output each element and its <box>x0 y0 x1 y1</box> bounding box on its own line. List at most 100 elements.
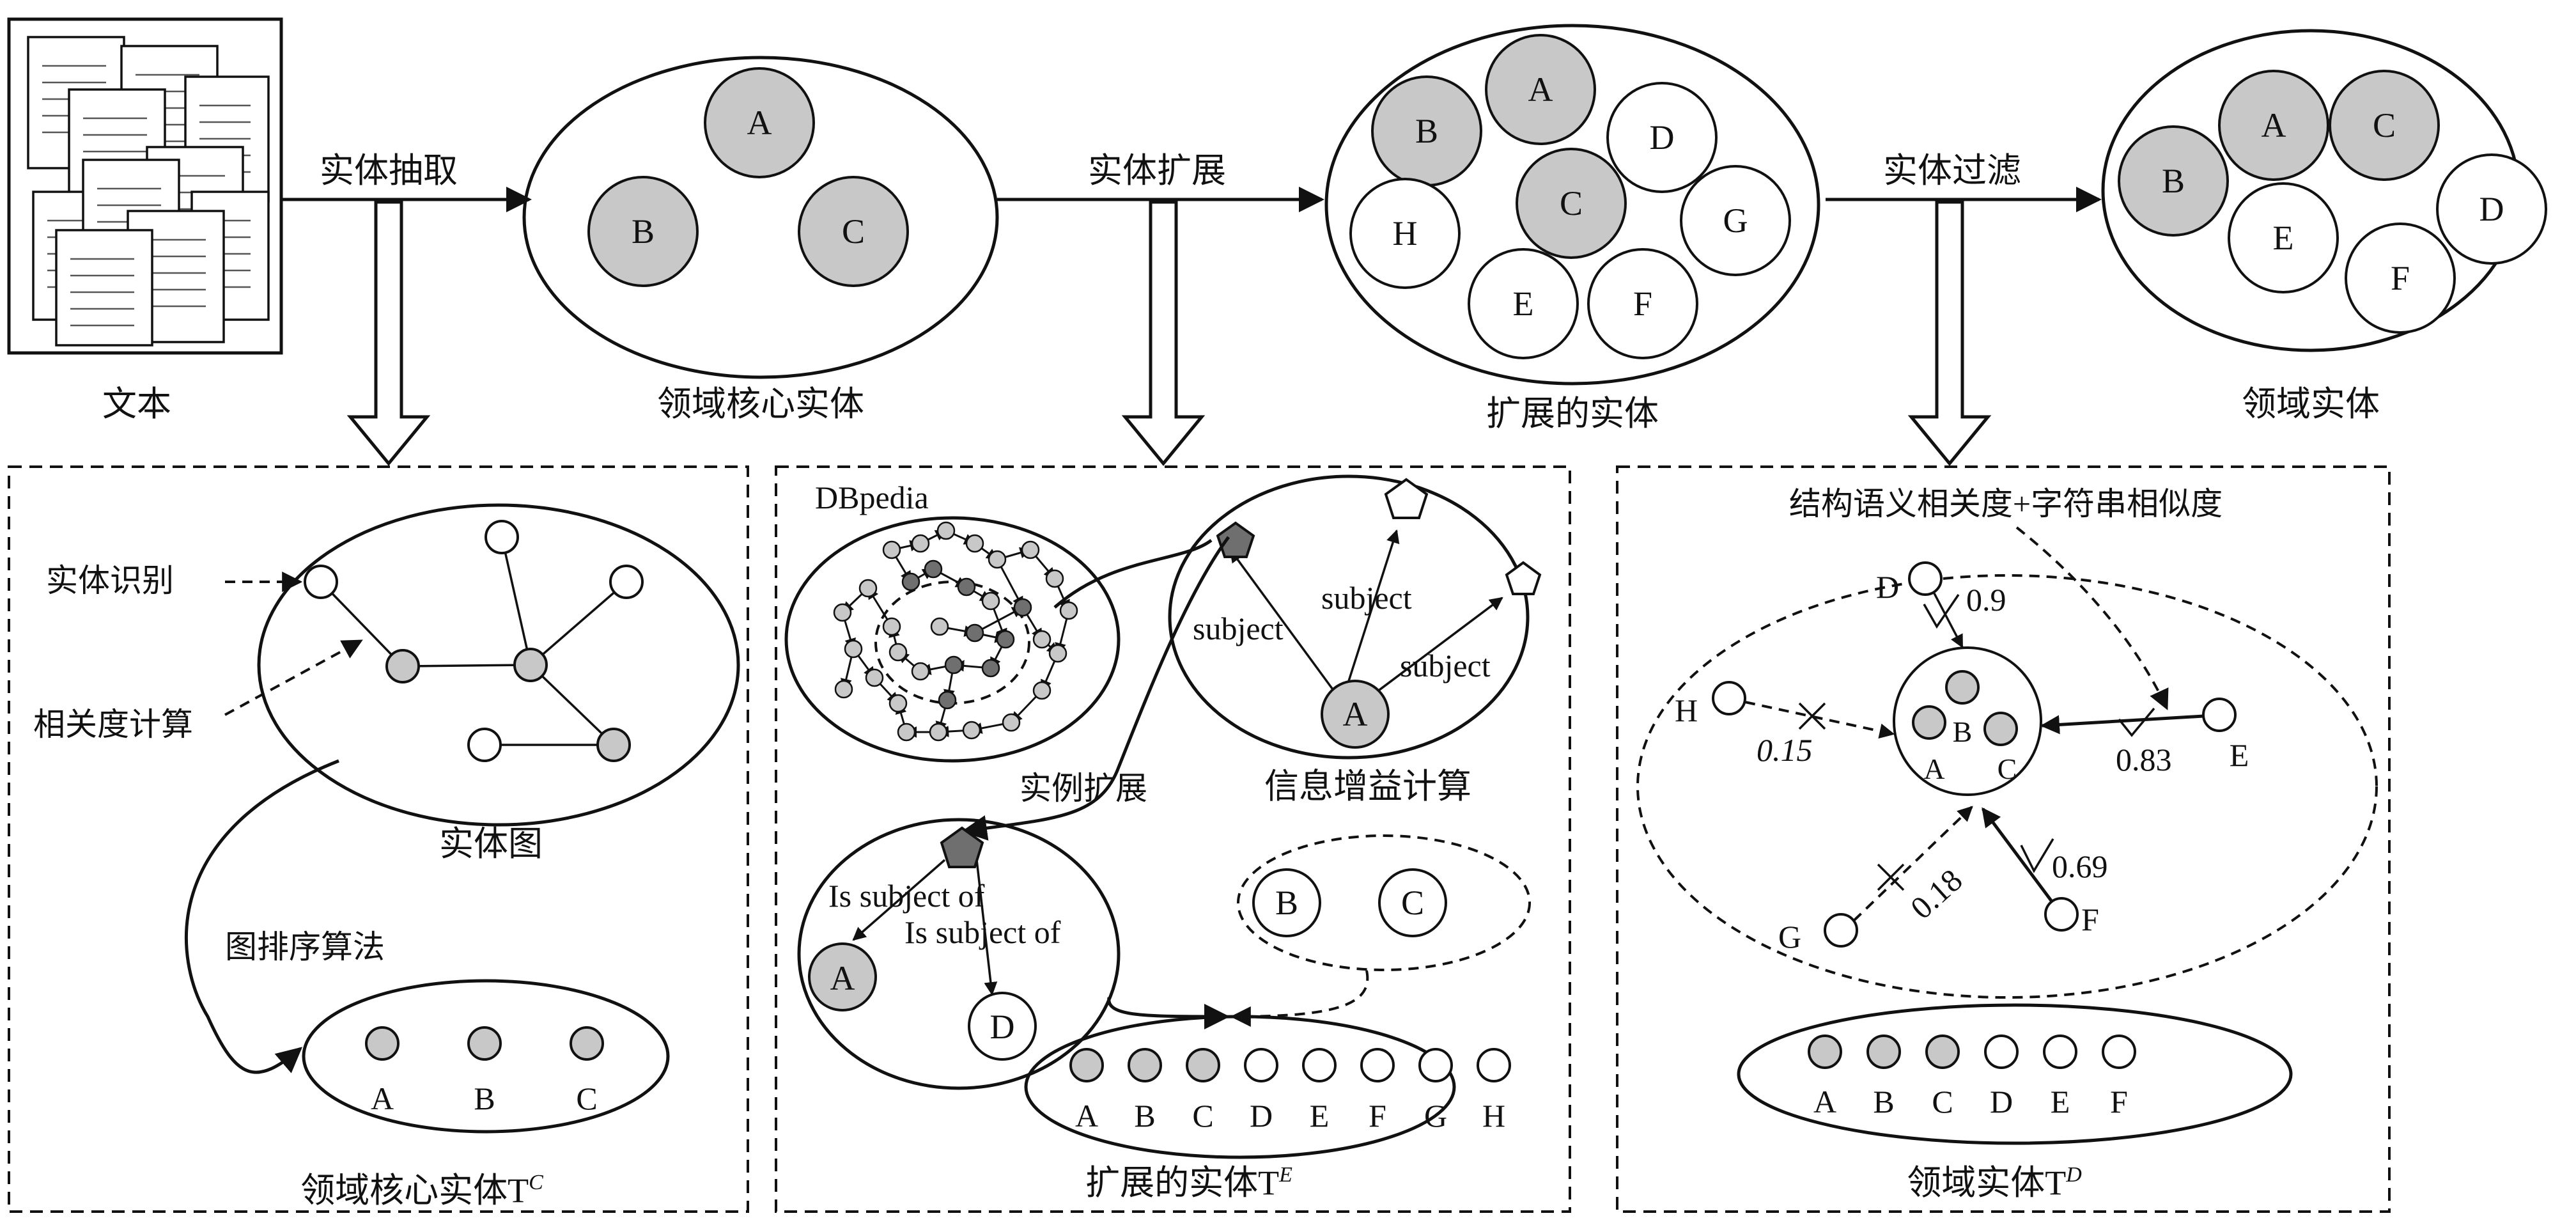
svg-text:B: B <box>632 212 655 251</box>
entity-a: A <box>2218 70 2329 181</box>
panel-entity-expansion <box>775 465 1571 1213</box>
svg-text:D: D <box>2479 190 2504 228</box>
panel-core-extraction <box>8 465 749 1213</box>
result-entity-c: C <box>1186 1048 1220 1134</box>
entity-c: C <box>2329 70 2440 181</box>
label-relevance: 相关度计算 <box>33 707 193 742</box>
score-h: 0.15 <box>1757 732 1813 768</box>
svg-text:G: G <box>1778 919 1801 955</box>
result-entity-d: D <box>1984 1035 2019 1120</box>
svg-text:A: A <box>830 959 855 997</box>
svg-text:H: H <box>1675 692 1698 728</box>
svg-text:B: B <box>1873 1084 1894 1120</box>
instance-graph: A D <box>808 826 1037 1061</box>
panel3-result-title: 领域实体TD <box>1907 1163 2082 1202</box>
entity-b: B <box>587 176 699 287</box>
svg-text:C: C <box>1560 184 1583 223</box>
text-documents-icon <box>7 17 283 355</box>
result-entity-e: E <box>1302 1048 1337 1134</box>
filter-satellites: D 0.9 H 0.15 E 0.83 G 0.18 F 0.69 <box>1675 561 2249 955</box>
svg-text:E: E <box>2051 1084 2070 1120</box>
svg-text:C: C <box>2373 106 2396 144</box>
score-f: 0.69 <box>2052 848 2108 884</box>
expanded-entities-ellipse <box>1324 24 1820 386</box>
svg-text:D: D <box>1990 1084 2013 1120</box>
result-entity-a: A <box>1808 1035 1842 1120</box>
stage-label-expanded: 扩展的实体 <box>1486 394 1659 433</box>
label-is-subject-of-1: Is subject of <box>828 878 985 914</box>
svg-text:A: A <box>2262 106 2286 144</box>
stage-label-text: 文本 <box>102 385 171 423</box>
entity-h: H <box>1349 178 1461 289</box>
label-measure: 结构语义相关度+字符串相似度 <box>1789 486 2223 522</box>
hollow-arrow-1 <box>346 200 431 466</box>
entity-f: F <box>2345 223 2456 334</box>
entity-graph-ellipse <box>257 503 740 827</box>
entity-e: E <box>2228 182 2339 293</box>
result-entity-a: A <box>1069 1048 1104 1134</box>
entity-c: C <box>798 176 909 287</box>
subject-ellipse <box>1168 474 1530 760</box>
score-d: 0.9 <box>1966 582 2006 618</box>
step-label-expand: 实体扩展 <box>1088 152 1226 190</box>
core-entities-ellipse <box>522 56 999 379</box>
svg-text:E: E <box>2273 219 2294 257</box>
result-entity-e: E <box>2043 1035 2077 1120</box>
label-subject-3: subject <box>1400 648 1491 683</box>
entity-graph <box>304 520 644 762</box>
result-entity-d: D <box>1244 1048 1278 1134</box>
svg-text:H: H <box>1482 1098 1505 1134</box>
entity-g: G <box>1680 165 1791 276</box>
entity-c: C <box>1516 148 1627 259</box>
svg-text:C: C <box>576 1081 597 1116</box>
label-instance-expand: 实例扩展 <box>1020 770 1147 806</box>
svg-text:C: C <box>1932 1084 1953 1120</box>
svg-text:F: F <box>2081 902 2099 937</box>
svg-text:B: B <box>2162 162 2185 200</box>
label-dbpedia: DBpedia <box>815 480 929 515</box>
svg-text:B: B <box>1134 1098 1155 1134</box>
hollow-arrow-2 <box>1121 200 1206 466</box>
result-entity-h: H <box>1477 1048 1511 1134</box>
svg-text:D: D <box>990 1008 1015 1046</box>
filter-center: B A C <box>1893 646 2042 796</box>
entity-f: F <box>1587 248 1698 359</box>
result-entity-c: C <box>570 1026 604 1116</box>
svg-text:C: C <box>1401 884 1424 922</box>
entity-a: A <box>1485 34 1596 145</box>
step-label-extract: 实体抽取 <box>320 152 458 190</box>
entity-e: E <box>1468 248 1579 359</box>
step-label-filter: 实体过滤 <box>1883 152 2021 190</box>
result-entity-f: F <box>1360 1048 1395 1134</box>
result-entity-g: G <box>1418 1048 1453 1134</box>
svg-text:F: F <box>2391 259 2410 297</box>
svg-text:G: G <box>1424 1098 1447 1134</box>
label-is-subject-of-2: Is subject of <box>904 914 1061 950</box>
result-entity-f: F <box>2102 1035 2136 1120</box>
label-subject-1: subject <box>1193 611 1284 646</box>
bc-group: B C <box>1252 868 1447 937</box>
result-entity-c: C <box>1925 1035 1960 1120</box>
instance-ellipse <box>797 818 1121 1090</box>
label-graph-rank: 图排序算法 <box>225 929 385 965</box>
bc-dashed-ellipse <box>1237 834 1531 971</box>
entity-b: B <box>1371 75 1482 187</box>
core-result-ellipse <box>302 979 670 1134</box>
svg-text:B: B <box>474 1081 495 1116</box>
svg-text:C: C <box>842 212 865 251</box>
panel2-result-title: 扩展的实体TE <box>1085 1163 1292 1202</box>
expanded-result-ellipse <box>1024 1015 1456 1159</box>
entity-d: D <box>2436 153 2547 265</box>
svg-text:A: A <box>371 1081 394 1116</box>
svg-text:B: B <box>1953 715 1973 748</box>
entity-a: A <box>704 67 815 178</box>
svg-text:F: F <box>1633 285 1652 323</box>
dbpedia-graph <box>833 521 1078 742</box>
svg-text:F: F <box>2110 1084 2128 1120</box>
result-entity-b: B <box>467 1026 502 1116</box>
svg-text:D: D <box>1876 569 1899 605</box>
domain-result-ellipse <box>1737 1003 2293 1145</box>
svg-text:H: H <box>1393 214 1418 253</box>
panel1-result-title: 领域核心实体TC <box>300 1171 543 1210</box>
